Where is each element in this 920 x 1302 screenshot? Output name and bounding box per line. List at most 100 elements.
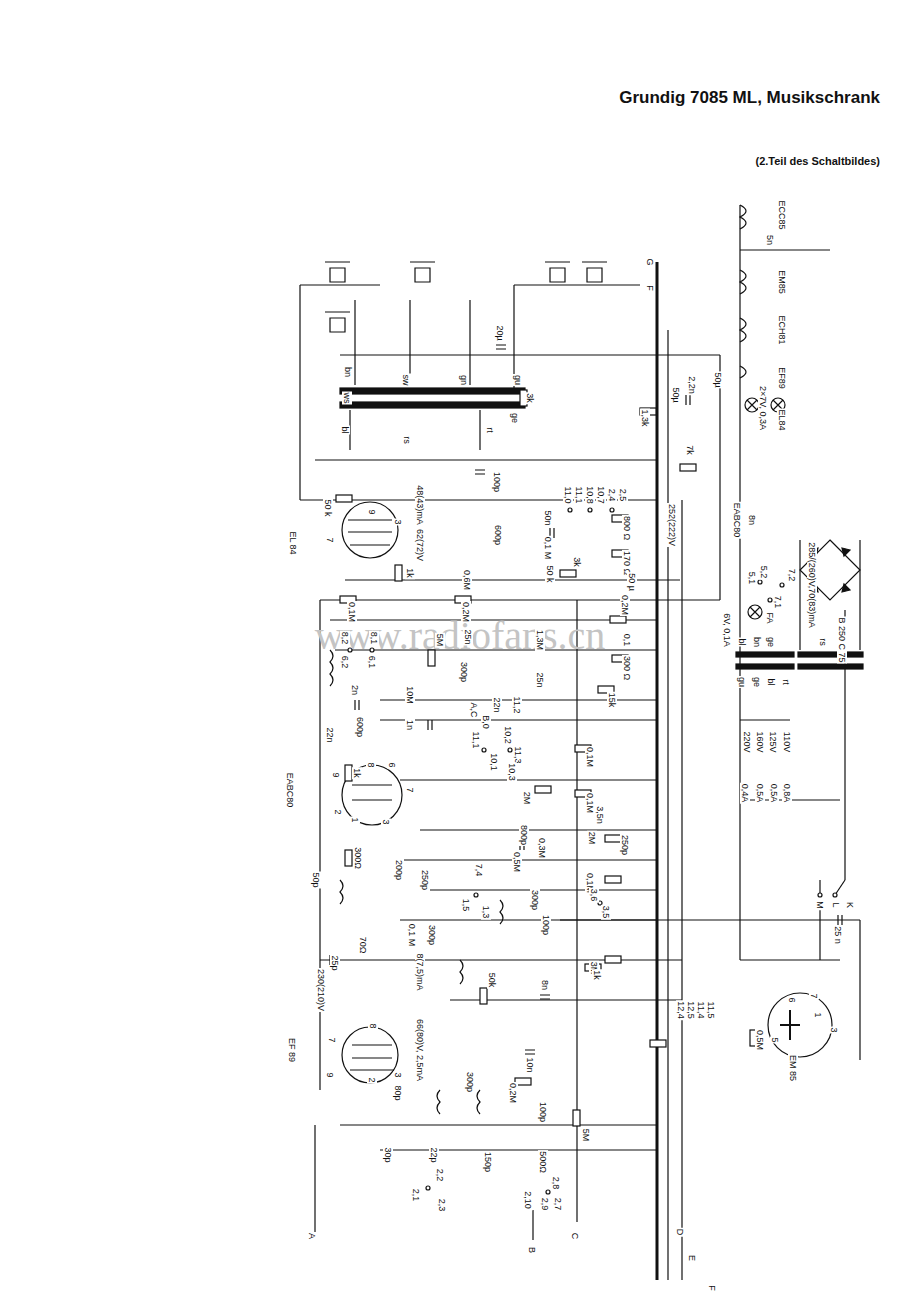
- component-label: 3k: [572, 556, 582, 568]
- tubes: [342, 502, 832, 1083]
- component-label: 285/(260)V,70(83)mA: [807, 541, 817, 629]
- component-label: 12,4: [676, 1000, 686, 1020]
- component-label: 160V: [755, 730, 765, 753]
- component-label: 2,9: [540, 1197, 550, 1212]
- component-label: 50µ: [671, 386, 681, 403]
- component-label: 3: [829, 1026, 839, 1033]
- component-label: bl: [737, 637, 747, 646]
- diagram-caption: (2.Teil des Schaltbildes): [756, 155, 881, 167]
- component-label: 300p: [530, 889, 540, 911]
- component-label: 10n: [525, 1056, 535, 1073]
- component-label: 2,4: [607, 488, 617, 503]
- component-label: 1,5: [461, 898, 471, 913]
- component-label: 2×7V, 0,3A: [758, 385, 768, 431]
- component-label: 15k: [607, 692, 617, 709]
- component-label: 50 k: [323, 498, 333, 517]
- component-label: 1n: [405, 719, 415, 731]
- component-label: EF89: [777, 366, 787, 390]
- component-label: 252(222)V: [667, 503, 677, 547]
- component-label: 6,1: [367, 655, 377, 670]
- component-label: 0,1M: [585, 792, 595, 814]
- component-label: 110V: [782, 731, 792, 753]
- component-label: 0,5A: [769, 783, 779, 804]
- component-label: ge: [752, 676, 762, 688]
- component-label: 11,5: [706, 1001, 716, 1020]
- component-label: 9: [331, 771, 341, 778]
- component-label: gn: [459, 374, 469, 386]
- component-label: 10,1: [489, 752, 499, 772]
- component-label: 0,2M: [508, 1082, 518, 1104]
- component-label: FA: [765, 611, 775, 624]
- component-label: 8n: [540, 979, 550, 991]
- component-label: 1: [350, 816, 360, 823]
- component-label: G: [645, 257, 655, 266]
- component-label: 25p: [330, 954, 340, 971]
- component-label: 2,5: [618, 488, 628, 503]
- component-label: B,0: [481, 714, 491, 730]
- component-label: 300p: [465, 1071, 475, 1093]
- component-label: A,C: [469, 701, 479, 718]
- component-label: D: [675, 1228, 685, 1237]
- component-label: 0,2M: [461, 601, 471, 623]
- component-label: 8: [366, 761, 376, 768]
- component-label: 11,1: [574, 486, 584, 505]
- component-label: 0,1M: [585, 746, 595, 768]
- component-label: EM 85: [788, 1054, 798, 1082]
- component-label: 250p: [420, 869, 430, 891]
- component-label: rt: [485, 426, 495, 434]
- component-label: gu: [737, 676, 747, 688]
- component-label: M: [815, 900, 825, 910]
- component-label: 2M: [522, 791, 532, 806]
- component-label: 220V: [742, 730, 752, 753]
- component-label: 8,2: [340, 631, 350, 646]
- component-label: 8,1: [369, 631, 379, 646]
- component-label: 11,1: [471, 731, 481, 750]
- component-label: 1k: [592, 969, 602, 981]
- component-label: 10,7: [596, 485, 606, 505]
- component-label: 600p: [493, 524, 503, 546]
- component-label: 5n: [765, 234, 775, 246]
- component-label: EL 84: [288, 530, 298, 555]
- component-label: ge: [766, 636, 776, 648]
- component-label: 2n: [350, 684, 360, 696]
- component-label: K: [845, 901, 855, 909]
- component-label: EM85: [777, 269, 787, 295]
- component-label: 50 k: [545, 564, 555, 583]
- component-label: ECH81: [777, 314, 787, 345]
- component-label: 0,1 M: [407, 923, 417, 948]
- component-label: ws: [342, 392, 352, 405]
- component-label: 2M: [587, 831, 597, 846]
- component-label: 5M: [581, 1128, 591, 1143]
- component-label: 20µ: [495, 324, 505, 341]
- component-label: rs: [818, 637, 828, 647]
- component-label: 200p: [394, 859, 404, 881]
- component-label: 2,3: [437, 1198, 447, 1213]
- component-label: 100p: [538, 1101, 548, 1123]
- component-label: 10,2: [503, 725, 513, 745]
- component-label: 250p: [620, 834, 630, 856]
- diagram-title: Grundig 7085 ML, Musikschrank: [619, 88, 880, 108]
- component-label: 3: [393, 518, 403, 525]
- component-label: 11,4: [696, 1001, 706, 1020]
- watermark: www.radiofans.cn: [315, 612, 606, 659]
- component-label: 1,3M: [535, 629, 545, 651]
- component-label: 3,6: [589, 888, 599, 903]
- component-label: 0,8A: [782, 783, 792, 804]
- component-label: 3: [381, 818, 391, 825]
- component-label: ge: [510, 412, 520, 424]
- component-label: 0,5A: [755, 783, 765, 804]
- component-label: 3,5n: [595, 805, 605, 825]
- component-label: sw: [401, 374, 411, 387]
- component-label: 7: [325, 536, 335, 543]
- component-label: 2,2: [435, 1168, 445, 1183]
- component-label: 48(43)mA: [415, 484, 425, 526]
- component-label: bn: [752, 636, 762, 648]
- coils: [330, 650, 503, 1114]
- component-label: 230(210)V: [316, 968, 326, 1012]
- component-label: 25n: [535, 671, 545, 688]
- component-label: 2,10: [523, 1190, 533, 1210]
- component-label: 1k: [405, 567, 415, 579]
- capacitors: [330, 345, 842, 1054]
- component-label: 62(72)V: [415, 528, 425, 562]
